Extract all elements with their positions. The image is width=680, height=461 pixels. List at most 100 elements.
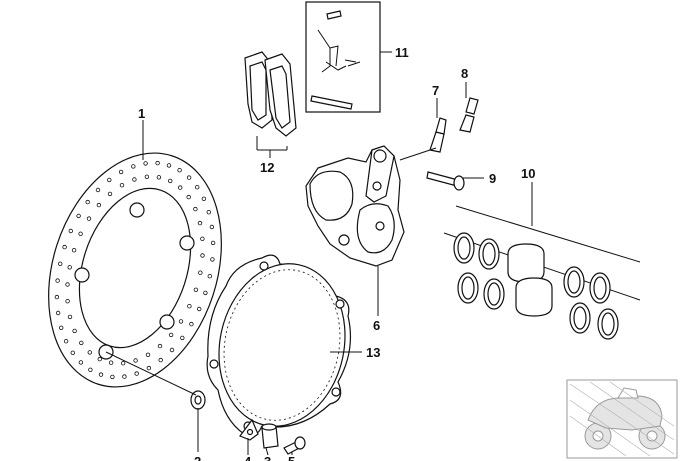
disc-drill-hole: [167, 178, 173, 184]
disc-drill-hole: [146, 365, 152, 371]
disc-drill-hole: [169, 347, 175, 353]
disc-drill-hole: [87, 350, 92, 355]
brake-disc: [48, 152, 222, 388]
disc-drill-hole: [78, 360, 84, 365]
disc-drill-hole: [55, 310, 61, 316]
disc-drill-hole: [200, 236, 205, 241]
disc-drill-hole: [158, 357, 163, 363]
disc-drill-hole: [108, 360, 114, 365]
disc-drill-hole: [110, 374, 115, 380]
disc-drill-hole: [156, 175, 162, 180]
disc-drill-hole: [134, 371, 139, 376]
disc-drill-hole: [98, 372, 104, 377]
disc-drill-hole: [65, 282, 70, 287]
callout-3: 3: [264, 454, 271, 461]
disc-drill-hole: [201, 196, 207, 201]
disc-drill-hole: [67, 265, 72, 270]
motorcycle-thumbnail: [566, 379, 678, 459]
pin-kit: [305, 1, 381, 113]
callout-13: 13: [366, 345, 380, 360]
disc-drill-hole: [143, 161, 148, 166]
disc-drill-hole: [180, 335, 185, 341]
disc-drill-hole: [120, 361, 126, 366]
disc-drill-hole: [178, 319, 184, 324]
disc-drill-hole: [78, 231, 83, 236]
disc-drill-hole: [97, 356, 102, 362]
disc-drill-hole: [122, 374, 127, 379]
caliper-bolt: [426, 171, 465, 191]
bleeder-valve: [429, 97, 479, 153]
disc-drill-hole: [145, 352, 151, 357]
disc-drill-hole: [194, 184, 200, 190]
disc-drill-hole: [189, 321, 194, 327]
disc-drill-hole: [63, 339, 69, 344]
disc-drill-hole: [86, 216, 92, 221]
disc-drill-hole: [132, 177, 137, 182]
abs-sensor-ring: [206, 254, 352, 437]
disc-drill-hole: [96, 202, 102, 208]
disc-drill-hole: [54, 294, 60, 300]
callout-10: 10: [521, 166, 535, 181]
disc-drill-hole: [79, 340, 84, 346]
disc-drill-hole: [166, 163, 172, 168]
disc-drill-hole: [186, 175, 192, 180]
callout-1: 1: [138, 106, 145, 121]
disc-drill-hole: [95, 187, 101, 193]
leader-lines: [105, 51, 533, 456]
brake-caliper: [305, 145, 405, 267]
disc-drill-hole: [85, 199, 90, 205]
disc-drill-hole: [55, 278, 60, 283]
disc-drill-hole: [144, 174, 150, 179]
disc-drill-hole: [209, 224, 215, 230]
callout-4: 4: [244, 454, 252, 461]
washer: [190, 390, 206, 410]
callout-5: 5: [288, 454, 295, 461]
callout-2: 2: [194, 454, 201, 461]
disc-drill-hole: [168, 332, 174, 338]
bushing: [261, 423, 279, 449]
disc-drill-hole: [193, 206, 198, 212]
disc-drill-hole: [62, 244, 67, 250]
callout-9: 9: [489, 171, 496, 186]
disc-drill-hole: [155, 160, 160, 166]
disc-drill-hole: [88, 367, 93, 372]
brake-pads: [244, 51, 297, 137]
disc-drill-hole: [70, 350, 75, 355]
disc-drill-hole: [107, 191, 113, 197]
callout-7: 7: [432, 83, 439, 98]
disc-drill-hole: [203, 290, 208, 296]
disc-drill-hole: [76, 213, 81, 219]
disc-drill-hole: [210, 257, 215, 262]
disc-drill-hole: [118, 169, 124, 175]
disc-drill-hole: [133, 358, 138, 363]
disc-drill-hole: [58, 261, 63, 266]
disc-drill-hole: [68, 228, 73, 234]
piston-seal-kit: [443, 205, 641, 340]
callout-11: 11: [395, 45, 409, 60]
disc-drill-hole: [198, 270, 203, 275]
disc-drill-hole: [67, 314, 73, 320]
disc-drill-hole: [177, 167, 182, 173]
disc-drill-hole: [197, 220, 203, 226]
disc-drill-hole: [71, 247, 77, 253]
disc-drill-hole: [196, 306, 202, 312]
disc-drill-hole: [177, 185, 183, 190]
disc-drill-hole: [72, 328, 77, 334]
sensor-clip: [239, 418, 259, 441]
callout-8: 8: [461, 66, 468, 81]
disc-drill-hole: [186, 194, 191, 200]
disc-drill-hole: [187, 304, 192, 309]
disc-drill-hole: [210, 240, 216, 246]
disc-drill-hole: [119, 182, 125, 188]
disc-drill-hole: [59, 325, 64, 330]
disc-drill-hole: [206, 209, 211, 215]
disc-drill-hole: [65, 299, 70, 304]
disc-drill-hole: [157, 343, 163, 349]
callout-6: 6: [373, 318, 380, 333]
disc-drill-hole: [193, 287, 199, 292]
disc-drill-hole: [207, 274, 212, 279]
screw: [283, 436, 306, 455]
disc-drill-hole: [107, 177, 112, 183]
disc-drill-hole: [200, 253, 205, 258]
